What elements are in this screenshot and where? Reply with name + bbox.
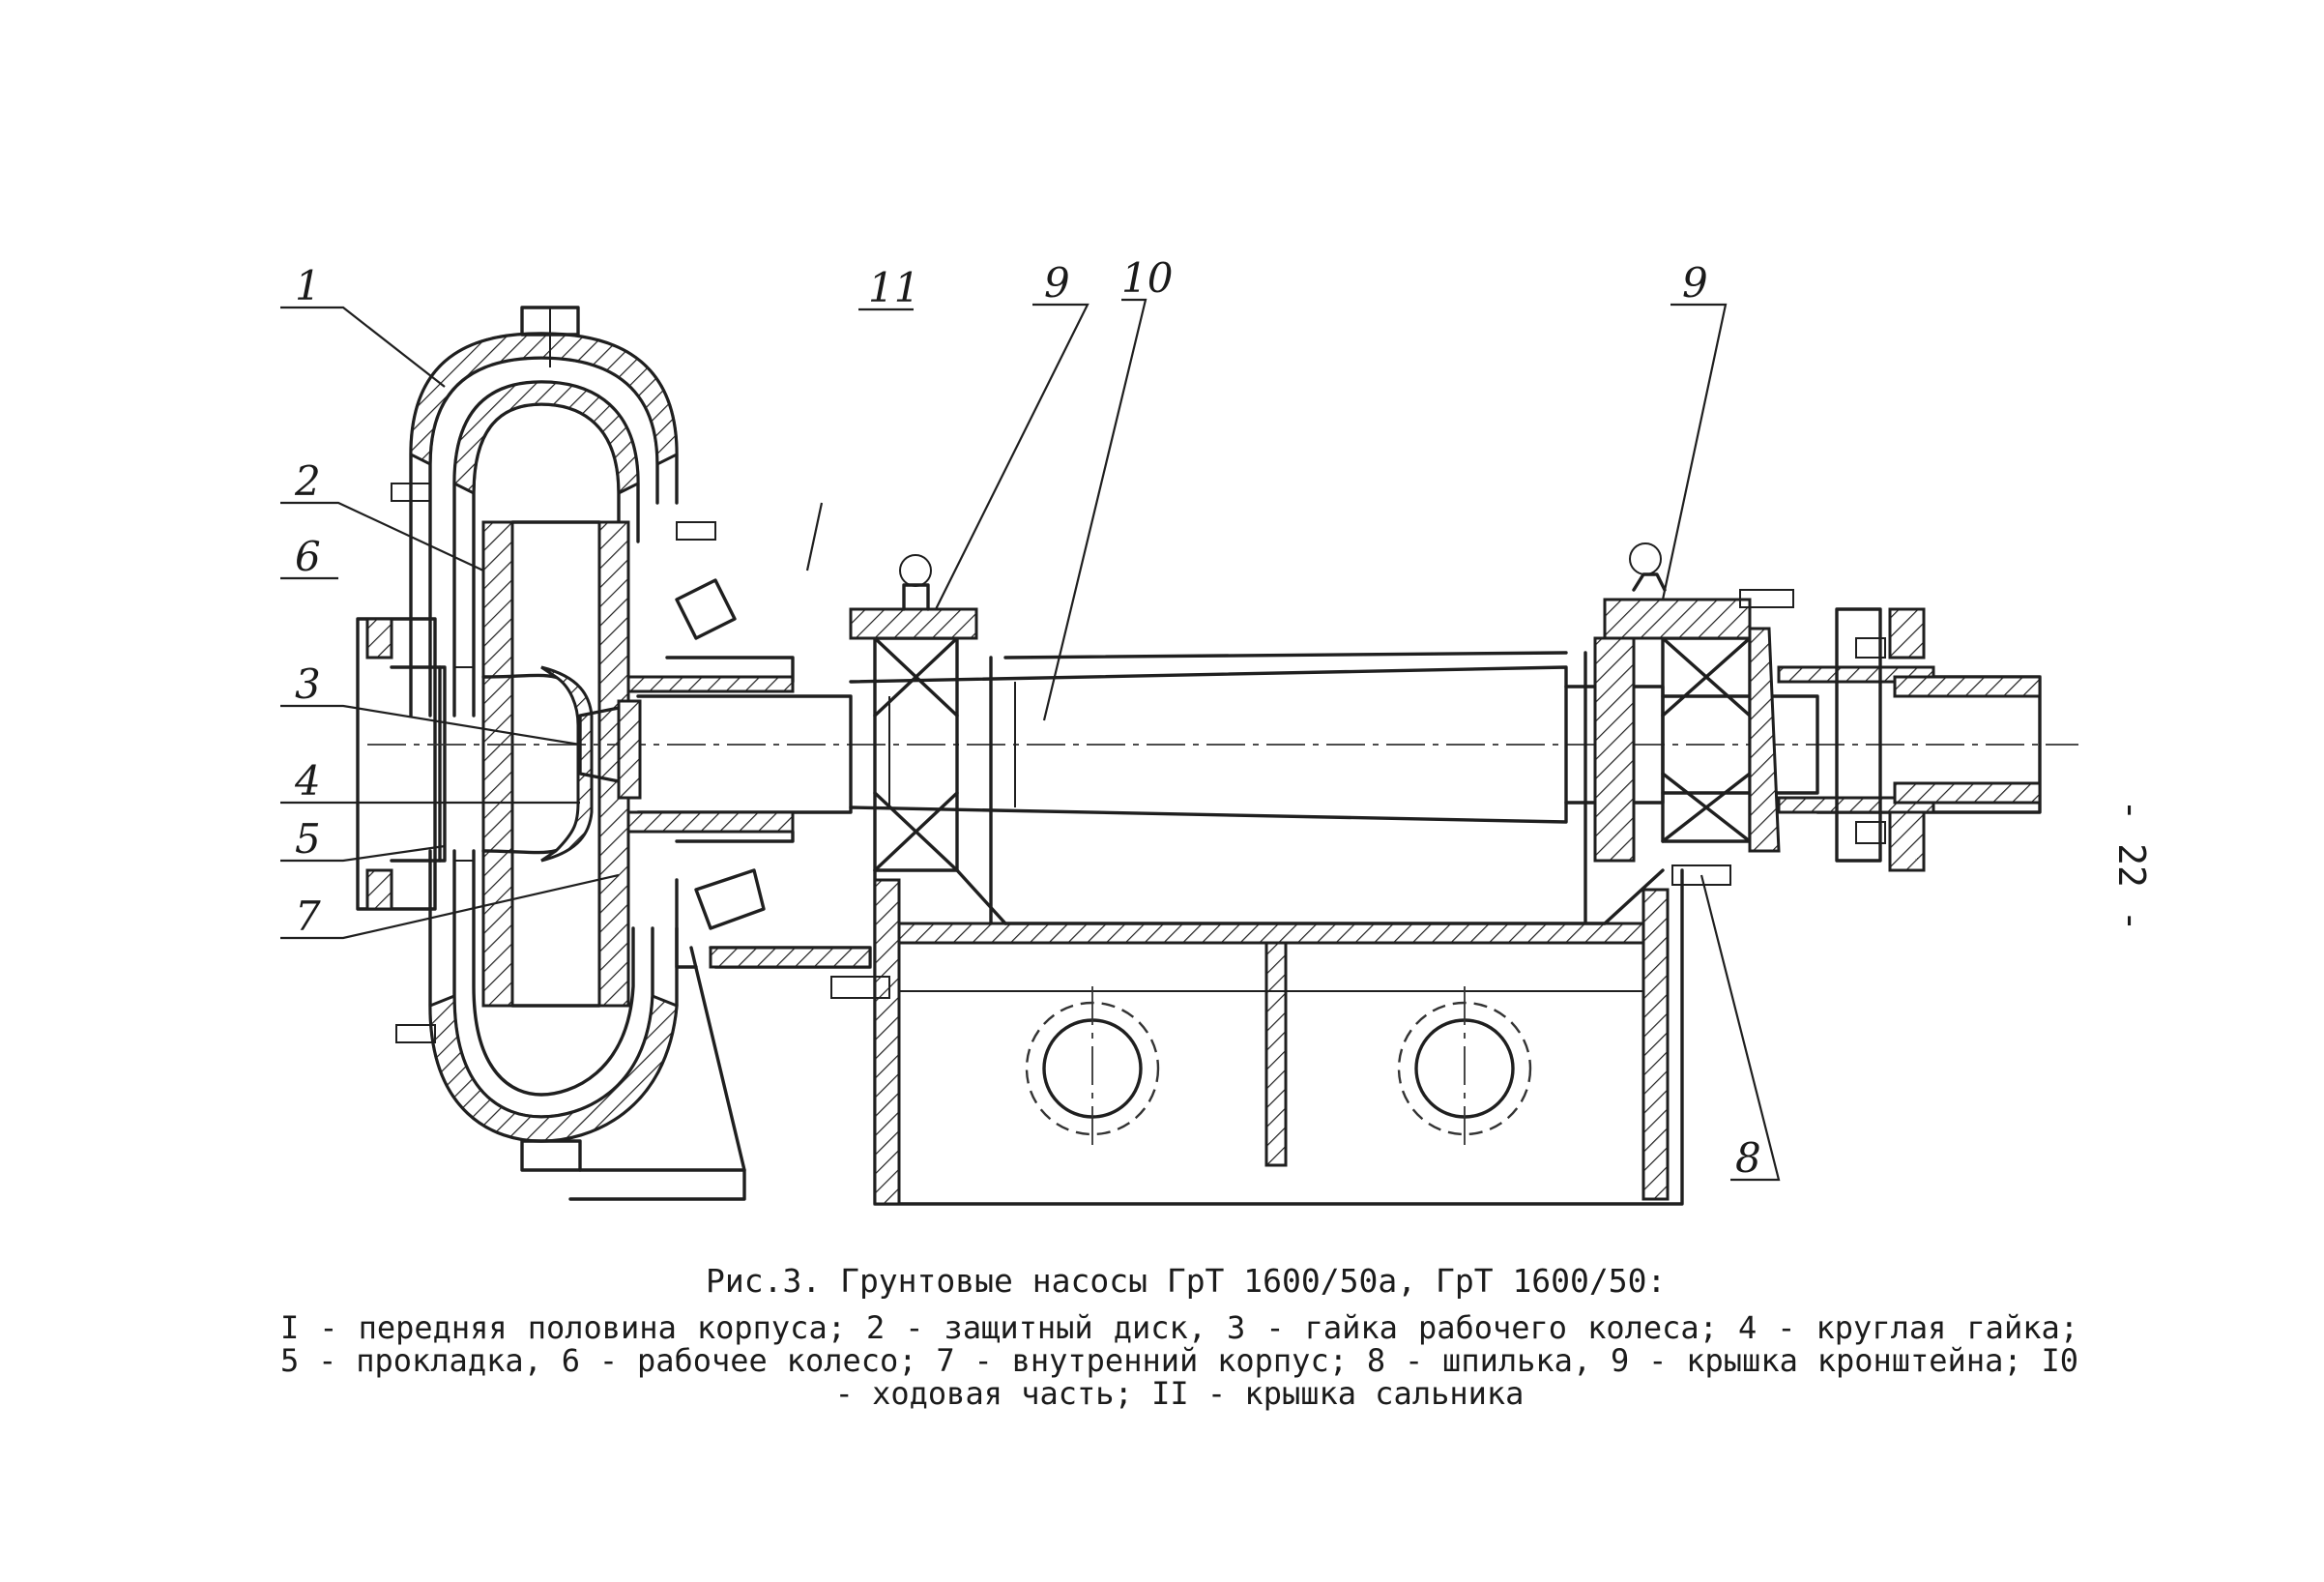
label-10: 10 (1121, 254, 1173, 302)
label-4: 4 (294, 757, 321, 805)
impeller (481, 520, 630, 1008)
label-9-right: 9 (1682, 259, 1708, 307)
caption-legend: I - передняя половина корпуса; 2 - защит… (280, 1309, 2078, 1412)
label-9-left: 9 (1044, 259, 1070, 307)
label-5: 5 (295, 815, 321, 863)
label-2: 2 (294, 457, 321, 505)
volute-casing (391, 306, 746, 1201)
label-6: 6 (295, 533, 321, 580)
part-labels: 1 2 6 3 4 5 7 11 9 10 9 8 (294, 254, 1761, 1182)
label-3: 3 (295, 660, 321, 708)
caption-title: Рис.3. Грунтовые насосы ГрТ 1600/50а, Гр… (706, 1262, 1667, 1300)
pump-section-drawing: 1 2 6 3 4 5 7 11 9 10 9 8 - 22 - (280, 254, 2153, 1206)
label-11: 11 (868, 264, 919, 311)
coupling (1777, 607, 2042, 872)
leader-lines (280, 298, 1781, 1182)
figure-caption: Рис.3. Грунтовые насосы ГрТ 1600/50а, Гр… (280, 1262, 2078, 1412)
gland-housing (626, 578, 890, 999)
bearing-housing (830, 542, 1794, 1206)
page-number: - 22 - (2110, 799, 2153, 931)
label-1: 1 (295, 262, 321, 309)
label-7: 7 (295, 893, 321, 940)
suction-flange (356, 617, 474, 911)
label-8: 8 (1735, 1134, 1761, 1182)
